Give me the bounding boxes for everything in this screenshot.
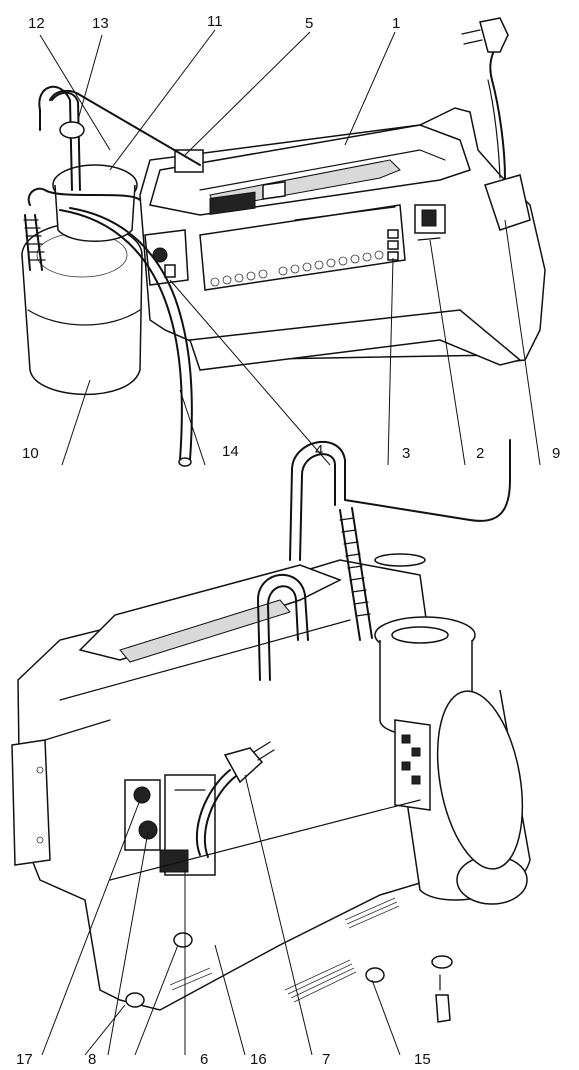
callout-12: 12 — [28, 15, 45, 32]
power-plug-icon — [461, 17, 509, 53]
callout-9: 9 — [552, 445, 560, 462]
callouts-bottom: 17 8 6 16 7 15 — [16, 1051, 431, 1068]
callout-16: 16 — [250, 1051, 267, 1068]
loose-cap — [431, 955, 453, 969]
rear-side-panel — [394, 719, 431, 811]
callout-14: 14 — [222, 443, 239, 460]
callout-8: 8 — [88, 1051, 96, 1068]
rear-connector-block — [124, 779, 161, 851]
rear-end-bracket — [11, 739, 51, 866]
rear-power-cord — [195, 769, 231, 856]
leader-lines-top — [39, 29, 541, 466]
callout-10: 10 — [22, 445, 39, 462]
callout-17: 17 — [16, 1051, 33, 1068]
rear-flange-2 — [391, 626, 449, 644]
power-plug-icon — [223, 741, 275, 784]
rear-foot-15 — [365, 967, 385, 983]
base-tray — [188, 309, 522, 371]
rear-u-pipe-2 — [289, 439, 511, 561]
rear-u-pipe-1 — [257, 573, 309, 681]
rear-foot-1 — [125, 992, 145, 1008]
float-valve — [59, 121, 85, 139]
spiral-tube — [23, 187, 141, 271]
callout-15: 15 — [414, 1051, 431, 1068]
control-buttons — [387, 229, 399, 261]
side-bracket — [484, 174, 531, 231]
front-view-illustration — [21, 17, 546, 467]
u-pipe — [38, 85, 201, 191]
callout-1: 1 — [392, 15, 400, 32]
suction-hose — [59, 209, 183, 461]
indicator-lights — [210, 250, 384, 287]
main-switch — [414, 204, 446, 241]
power-cord — [489, 47, 506, 179]
rear-spiral-tube — [339, 507, 373, 641]
rear-vent-grille — [169, 897, 400, 1003]
callout-3: 3 — [402, 445, 410, 462]
rear-view-illustration — [11, 439, 531, 1023]
leader-lines-bottom — [41, 774, 401, 1056]
callout-2: 2 — [476, 445, 484, 462]
callout-11: 11 — [207, 13, 223, 30]
callout-7: 7 — [322, 1051, 330, 1068]
brand-label — [209, 191, 256, 216]
callout-4: 4 — [315, 442, 323, 459]
rear-foot-2 — [173, 932, 193, 948]
callouts-top: 12 13 11 5 1 10 14 4 3 2 9 — [22, 13, 560, 462]
callout-13: 13 — [92, 15, 109, 32]
callout-5: 5 — [305, 15, 313, 32]
loose-plug — [435, 994, 451, 1023]
rear-flange-1 — [374, 553, 426, 567]
callout-6: 6 — [200, 1051, 208, 1068]
